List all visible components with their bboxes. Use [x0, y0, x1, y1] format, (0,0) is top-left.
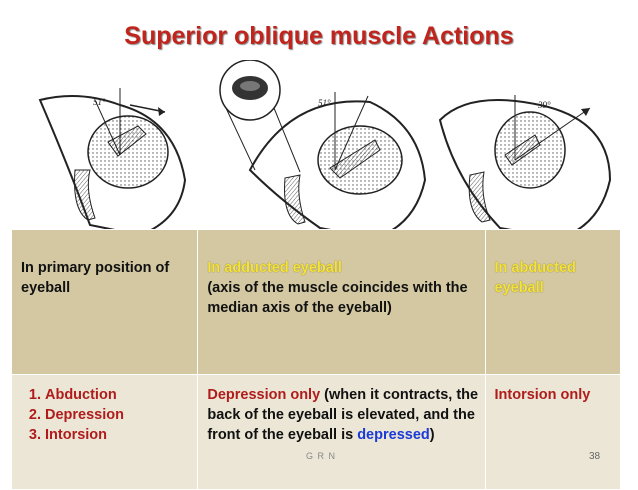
actions-table: In primary position of eyeball In adduct… [10, 229, 621, 490]
magnified-inset [219, 60, 301, 173]
header-adducted-title: In adducted eyeball [207, 260, 342, 276]
depression-only-text: Depression only [207, 387, 321, 403]
closing-paren: ) [429, 427, 435, 443]
table-header-row: In primary position of eyeball In adduct… [10, 229, 621, 375]
footer-author: G R N [306, 451, 337, 461]
header-adducted-note: (axis of the muscle coincides with the m… [207, 280, 468, 316]
angle-label: 51° [93, 97, 106, 107]
primary-actions-cell: Abduction Depression Intorsion [10, 374, 199, 490]
header-abducted: In abducted eyeball [484, 229, 621, 375]
list-item: Intorsion [45, 425, 191, 445]
eyeball-diagram-adducted: 51° [248, 92, 427, 230]
list-item: Depression [45, 405, 191, 425]
eyeball-diagrams: 51° 51° 39° [38, 60, 612, 230]
eyeball-diagram-abducted: 39° [438, 95, 612, 230]
angle-label: 39° [537, 100, 551, 110]
header-primary-position: In primary position of eyeball [10, 229, 199, 375]
adducted-actions-cell: Depression only (when it contracts, the … [197, 374, 486, 490]
depressed-text: depressed [357, 427, 430, 443]
eyeball-diagram-primary: 51° [38, 88, 187, 230]
page-number: 38 [589, 451, 601, 462]
angle-label: 51° [318, 98, 331, 108]
abducted-actions-cell: Intorsion only [484, 374, 621, 490]
table-row: Abduction Depression Intorsion Depressio… [10, 374, 621, 490]
actions-list: Abduction Depression Intorsion [21, 385, 191, 445]
list-item: Abduction [45, 385, 191, 405]
explanation-text: (when it contracts, the back of the eyeb… [207, 387, 479, 443]
header-adducted: In adducted eyeball (axis of the muscle … [197, 229, 486, 375]
slide-title: Superior oblique muscle Actions [124, 22, 514, 50]
